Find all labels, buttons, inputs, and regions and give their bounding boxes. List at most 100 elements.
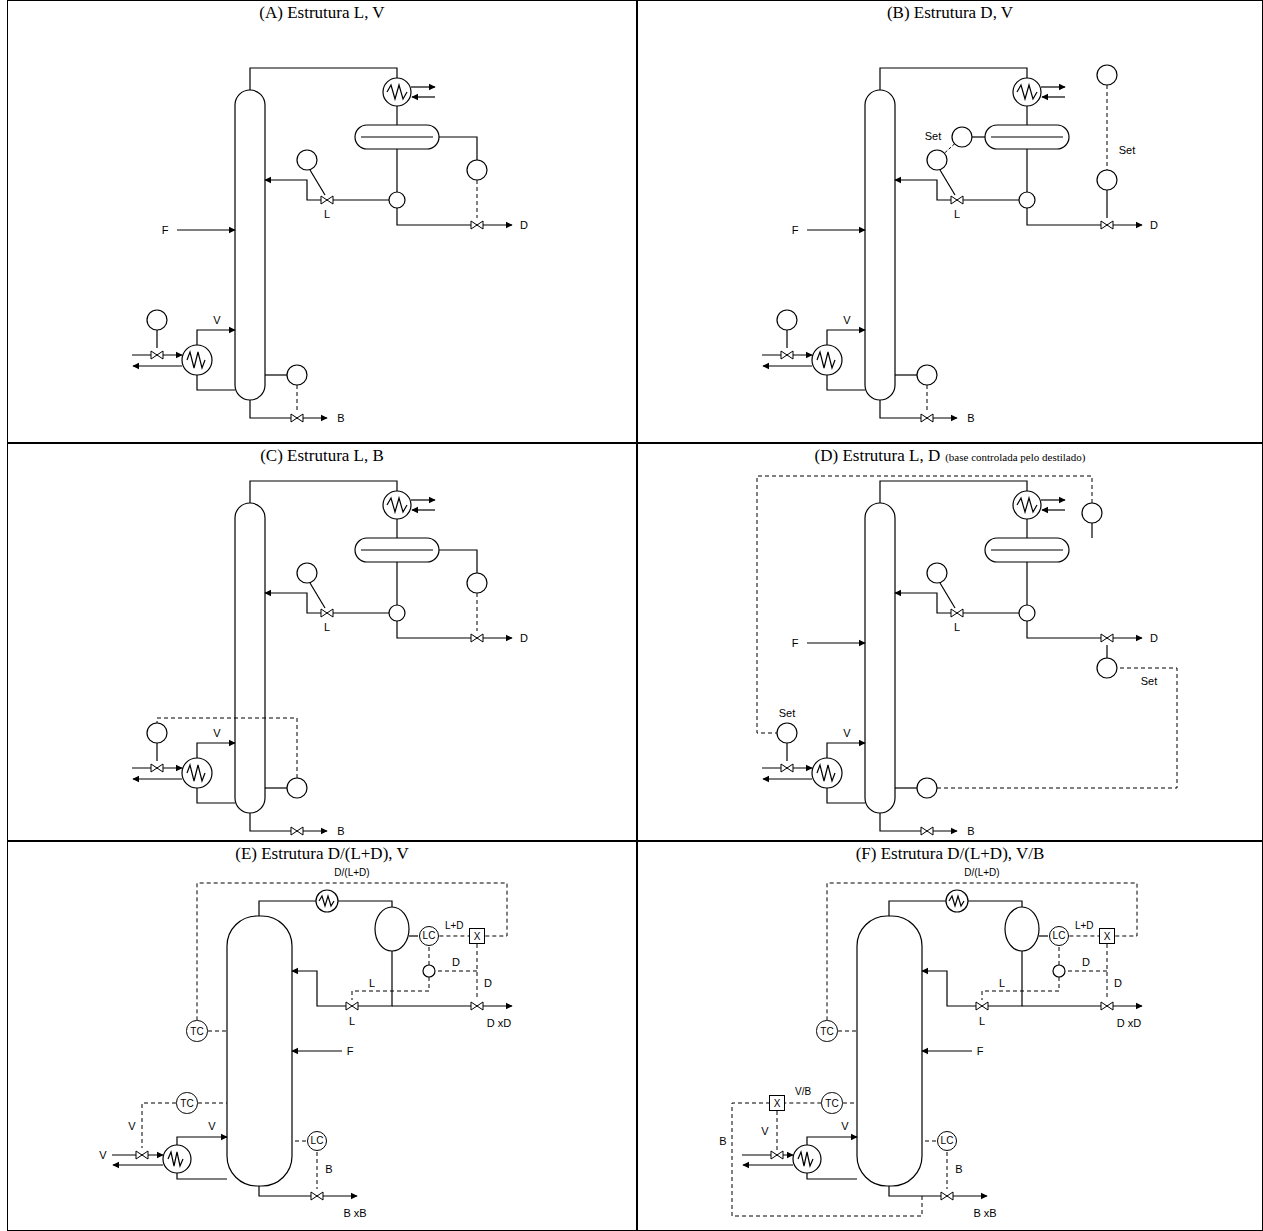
stream-label: L	[998, 977, 1006, 989]
stream-label: D	[1149, 632, 1159, 644]
structure-panel: (D) Estrutura L, D (base controlada pelo …	[637, 443, 1263, 841]
signal-line	[827, 883, 1137, 1020]
panel-title-row: (C) Estrutura L, B	[8, 446, 636, 466]
stream-label: L	[348, 1015, 356, 1027]
panel-b-drawing	[762, 65, 1142, 422]
instrument-tag: X	[774, 1098, 781, 1109]
panel-title-row: (E) Estrutura D/(L+D), V	[8, 844, 636, 864]
controller-bubble: TC	[176, 1092, 197, 1113]
signal-line	[197, 883, 507, 1020]
stream-label: D	[519, 632, 529, 644]
stream-label: Set	[1118, 144, 1137, 156]
stream-label: F	[791, 224, 800, 236]
stream-label: V	[127, 1120, 136, 1132]
controller-bubble: LC	[419, 926, 440, 947]
instrument-tag: X	[474, 931, 481, 942]
signal-label: D/(L+D)	[963, 867, 1000, 878]
stream-label: B	[324, 1163, 333, 1175]
structure-panel: (F) Estrutura D/(L+D), V/B TC LC X X TC LC	[637, 841, 1263, 1231]
instrument-tag: TC	[190, 1026, 203, 1037]
stream-label: D	[451, 956, 461, 968]
stream-label: B	[336, 825, 345, 837]
stream-label: Set	[1140, 675, 1159, 687]
controller-bubble: TC	[816, 1020, 837, 1041]
instrument-tag: X	[1104, 931, 1111, 942]
panel-title-row: (D) Estrutura L, D (base controlada pelo …	[638, 446, 1262, 466]
stream-label: V	[842, 314, 851, 326]
stream-label: V	[207, 1120, 216, 1132]
stream-label: V	[760, 1125, 769, 1137]
panel-title-row: (B) Estrutura D, V	[638, 3, 1262, 23]
stream-label: V	[212, 727, 221, 739]
stream-label: D	[483, 977, 493, 989]
stream-label: D xD	[486, 1017, 512, 1029]
stream-label: D	[519, 219, 529, 231]
stream-label: L	[323, 621, 331, 633]
structure-panel: (C) Estrutura L, B	[7, 443, 637, 841]
multiplier-block: X	[469, 928, 485, 944]
stream-label: D	[1081, 956, 1091, 968]
stream-label: B	[718, 1135, 727, 1147]
stream-label: Set	[924, 130, 943, 142]
instrument-tag: TC	[825, 1098, 838, 1109]
stream-label: B xB	[972, 1207, 997, 1219]
panel-subtitle: (base controlada pelo destilado)	[945, 451, 1085, 464]
stream-label: F	[791, 637, 800, 649]
panel-title: (A) Estrutura L, V	[259, 3, 384, 23]
stream-label: L	[323, 208, 331, 220]
controller-bubble: LC	[1049, 926, 1070, 947]
structure-panel: (B) Estrutura D, V	[637, 0, 1263, 443]
panel-title-row: (F) Estrutura D/(L+D), V/B	[638, 844, 1262, 864]
multiplier-block: X	[769, 1095, 785, 1111]
stream-label: Set	[778, 707, 797, 719]
panel-title: (D) Estrutura L, D	[815, 446, 941, 466]
stream-label: B xB	[342, 1207, 367, 1219]
stream-label: F	[976, 1045, 985, 1057]
stream-label: D xD	[1116, 1017, 1142, 1029]
stream-label: L	[978, 1015, 986, 1027]
instrument-tag: LC	[1053, 930, 1066, 941]
signal-line	[785, 1103, 821, 1104]
panel-c-drawing	[132, 481, 512, 835]
panel-title: (B) Estrutura D, V	[887, 3, 1013, 23]
signal-line	[439, 935, 469, 936]
controller-bubble: LC	[937, 1131, 958, 1152]
instrument-tag: LC	[423, 930, 436, 941]
panel-title: (E) Estrutura D/(L+D), V	[235, 844, 409, 864]
panel-a-drawing	[132, 68, 512, 422]
panel-title-row: (A) Estrutura L, V	[8, 3, 636, 23]
signal-label: L+D	[444, 919, 465, 930]
structure-panel: (A) Estrutura L, V	[7, 0, 637, 443]
instrument-tag: TC	[180, 1098, 193, 1109]
stream-label: L	[953, 621, 961, 633]
controller-bubble: LC	[307, 1131, 328, 1152]
structure-panel: (E) Estrutura D/(L+D), V TC LC X TC LC	[7, 841, 637, 1231]
stream-label: V	[840, 1120, 849, 1132]
stream-label: D	[1113, 977, 1123, 989]
stream-label: V	[212, 314, 221, 326]
panel-e-drawing	[112, 890, 512, 1200]
controller-bubble: TC	[186, 1020, 207, 1041]
stream-label: V	[842, 727, 851, 739]
multiplier-block: X	[1099, 928, 1115, 944]
signal-label: D/(L+D)	[333, 867, 370, 878]
signal-label: V/B	[794, 1086, 812, 1097]
panel-d-drawing	[757, 476, 1177, 835]
stream-label: L	[953, 208, 961, 220]
signal-line	[1069, 935, 1099, 936]
controller-bubble: TC	[821, 1092, 842, 1113]
stream-label: L	[368, 977, 376, 989]
panel-title: (C) Estrutura L, B	[260, 446, 384, 466]
stream-label: D	[1149, 219, 1159, 231]
stream-label: F	[161, 224, 170, 236]
panel-title: (F) Estrutura D/(L+D), V/B	[856, 844, 1045, 864]
stream-label: B	[954, 1163, 963, 1175]
signal-label: L+D	[1074, 919, 1095, 930]
instrument-tag: LC	[941, 1135, 954, 1146]
stream-label: B	[966, 825, 975, 837]
stream-label: B	[966, 412, 975, 424]
stream-label: V	[98, 1149, 107, 1161]
